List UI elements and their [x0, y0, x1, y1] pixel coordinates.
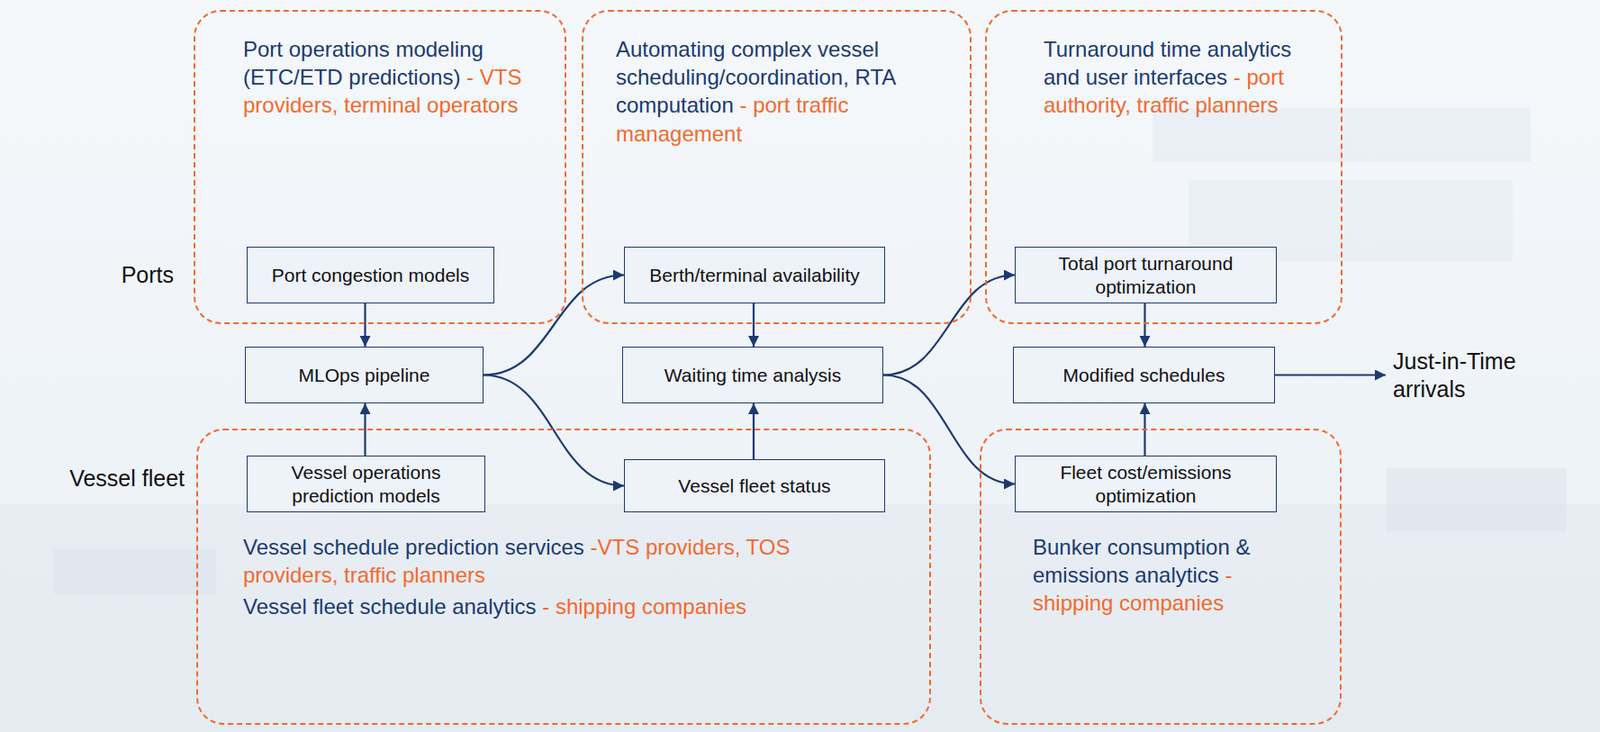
stakeholder-region: Vessel schedule prediction services-VTS …: [196, 428, 932, 725]
box-label: Total port turnaround optimization: [1022, 252, 1269, 298]
box-label: Vessel fleet status: [677, 474, 831, 498]
box-label: MLOps pipeline: [298, 363, 431, 387]
service-topic: Bunker consumption & emissions analytics: [1032, 534, 1250, 588]
box-label: Vessel operations prediction models: [254, 461, 478, 507]
process-box: Port congestion models: [246, 246, 495, 304]
service-topic: Vessel schedule prediction services: [243, 534, 585, 560]
region-text: Port operations modeling (ETC/ETD predic…: [243, 35, 543, 120]
stakeholder-list: - shipping companies: [542, 594, 747, 619]
stakeholder-region: Automating complex vessel scheduling/coo…: [581, 9, 972, 325]
box-label: Berth/terminal availability: [649, 263, 859, 287]
process-box: Waiting time analysis: [622, 346, 884, 404]
flow-arrow: [483, 275, 624, 376]
region-text: Bunker consumption & emissions analytics…: [1032, 533, 1313, 618]
box-label: Port congestion models: [271, 263, 470, 287]
box-label: Fleet cost/emissions optimization: [1022, 461, 1269, 507]
region-text: Automating complex vessel scheduling/coo…: [615, 35, 949, 148]
region-text: Vessel fleet schedule analytics- shippin…: [243, 592, 795, 621]
process-box: Fleet cost/emissions optimization: [1014, 455, 1277, 513]
stakeholder-region: Port operations modeling (ETC/ETD predic…: [193, 9, 567, 325]
lane-label: Vessel fleet: [69, 464, 185, 493]
region-text: Turnaround time analytics and user inter…: [1043, 35, 1320, 120]
flow-arrow: [363, 303, 366, 347]
process-box: Vessel operations prediction models: [246, 455, 486, 513]
process-box: Berth/terminal availability: [623, 246, 886, 304]
box-label: Waiting time analysis: [664, 363, 841, 387]
flow-arrow: [1143, 303, 1146, 347]
process-box: Modified schedules: [1012, 346, 1275, 404]
process-box: Total port turnaround optimization: [1014, 246, 1277, 304]
service-topic: Vessel fleet schedule analytics: [243, 594, 537, 619]
stakeholder-region: Turnaround time analytics and user inter…: [985, 9, 1343, 325]
quay-area: [0, 504, 1600, 732]
flow-arrow: [752, 403, 755, 460]
stakeholder-region: Bunker consumption & emissions analytics…: [979, 428, 1342, 725]
flow-arrow: [883, 275, 1015, 376]
region-text: Vessel schedule prediction services-VTS …: [243, 533, 795, 589]
service-topic: Port operations modeling (ETC/ETD predic…: [243, 36, 484, 90]
box-label: Modified schedules: [1063, 363, 1226, 387]
flow-arrow: [752, 303, 755, 347]
tank-shape: [1386, 468, 1567, 532]
flow-arrow: [483, 375, 624, 487]
tank-shape: [54, 549, 217, 595]
process-box: MLOps pipeline: [244, 346, 484, 404]
output-arrow: [1274, 373, 1386, 376]
process-box: Vessel fleet status: [623, 459, 886, 513]
lane-label: Ports: [121, 261, 174, 290]
outcome-label: Just-in-Time arrivals: [1392, 347, 1555, 405]
